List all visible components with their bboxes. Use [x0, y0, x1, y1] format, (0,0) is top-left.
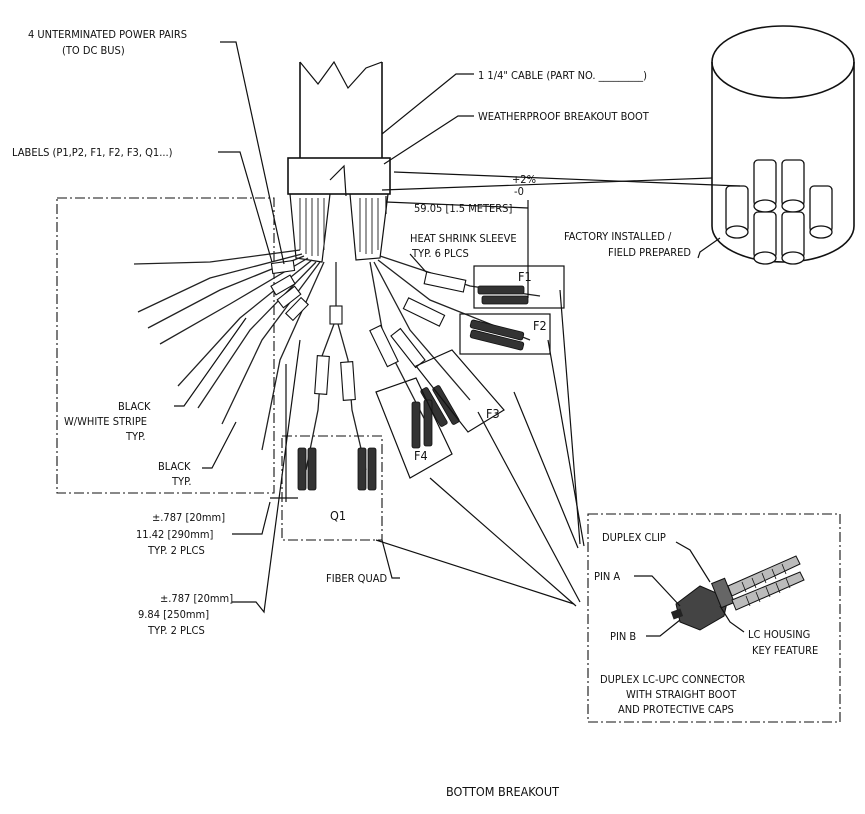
factory-sub-label: FIELD PREPARED: [608, 246, 691, 259]
f1-label: F1: [518, 269, 532, 284]
heat-shrink-sub-label: TYP. 6 PLCS: [411, 247, 469, 260]
pin-b-label: PIN B: [610, 630, 636, 643]
cable-end-view: [711, 25, 855, 265]
black-typ-label: TYP.: [171, 475, 191, 488]
black-stripe-label: BLACK: [118, 400, 151, 413]
length-label: 59.05 [1.5 METERS]: [414, 202, 512, 215]
f1-box: [473, 265, 565, 309]
dim2-tolerance: ±.787 [20mm]: [160, 592, 233, 605]
duplex-fibers: [369, 255, 541, 449]
lc-housing-label: LC HOUSING: [748, 628, 810, 641]
dimension-lines: [232, 196, 529, 614]
black-stripe-typ-label: TYP.: [125, 430, 145, 443]
boot-label: WEATHERPROOF BREAKOUT BOOT: [478, 110, 650, 123]
dim1-length: 11.42 [290mm]: [136, 528, 213, 541]
black-stripe-sub-label: W/WHITE STRIPE: [64, 415, 147, 428]
power-pairs-box: [56, 197, 275, 494]
dim1-tolerance: ±.787 [20mm]: [152, 511, 225, 524]
tolerance-minus: -0: [514, 185, 524, 198]
fiber-quad-label: FIBER QUAD: [326, 572, 387, 585]
f2-box: [459, 313, 551, 355]
fiber-quad-group: [297, 262, 377, 491]
power-pairs-sub-label: (TO DC BUS): [62, 44, 125, 57]
q1-box: [281, 435, 383, 541]
pin-a-label: PIN A: [594, 570, 620, 583]
duplex-desc-caps-label: AND PROTECTIVE CAPS: [618, 703, 734, 716]
factory-label: FACTORY INSTALLED /: [564, 230, 672, 243]
labels-list-label: LABELS (P1,P2, F1, F2, F3, Q1...): [12, 146, 173, 159]
duplex-desc-label: DUPLEX LC-UPC CONNECTOR: [600, 673, 745, 686]
leader-lines: [174, 41, 745, 637]
f4-box: [375, 377, 453, 479]
f3-box: [415, 349, 505, 433]
duplex-desc-sub-label: WITH STRAIGHT BOOT: [626, 688, 737, 701]
power-pairs-label: 4 UNTERMINATED POWER PAIRS: [28, 28, 187, 41]
duplex-connector-detail: [670, 555, 805, 631]
f2-label: F2: [533, 318, 547, 333]
heat-shrink-label: HEAT SHRINK SLEEVE: [410, 232, 517, 245]
q1-label: Q1: [330, 508, 346, 523]
dim2-typ: TYP. 2 PLCS: [147, 624, 205, 637]
diagram-caption: BOTTOM BREAKOUT: [446, 784, 559, 799]
cable-body: [299, 60, 383, 158]
breakout-boot: [287, 157, 391, 263]
tolerance-plus: +2%: [512, 173, 536, 186]
cable-label: 1 1/4" CABLE (PART NO. _________): [478, 69, 647, 82]
lc-housing-sub-label: KEY FEATURE: [752, 644, 818, 657]
f3-label: F3: [486, 406, 500, 421]
dim1-typ: TYP. 2 PLCS: [147, 544, 205, 557]
black-label: BLACK: [158, 460, 191, 473]
duplex-clip-label: DUPLEX CLIP: [602, 531, 666, 544]
dim2-length: 9.84 [250mm]: [138, 608, 209, 621]
duplex-detail-box: [587, 513, 841, 723]
f4-label: F4: [414, 448, 428, 463]
power-wires: [133, 249, 325, 451]
